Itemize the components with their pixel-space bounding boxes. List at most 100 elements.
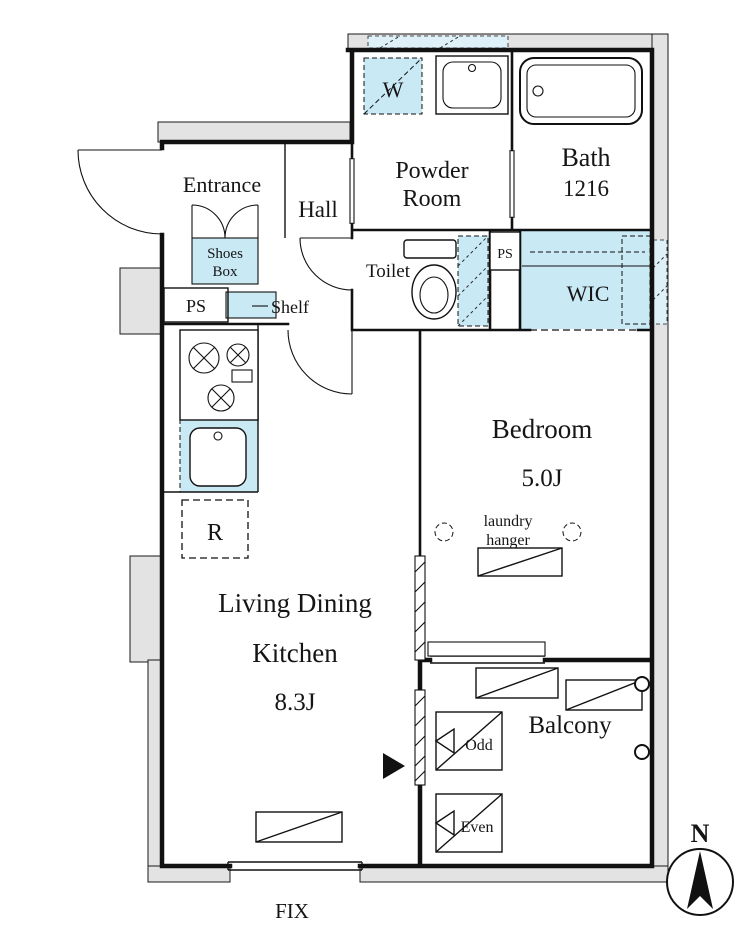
- bottom-wall-fill-right: [359, 865, 669, 883]
- toilet-unit-hatch: [457, 235, 489, 327]
- powder-room-label-2: Room: [403, 186, 462, 212]
- shelf-area: [226, 292, 276, 318]
- toilet-bowl: [411, 264, 457, 320]
- hanger-pole-diagonal: [477, 547, 563, 577]
- right-wall-fill: [651, 33, 669, 883]
- kitchen-sink: [179, 419, 259, 493]
- shelf-label: Shelf: [271, 297, 309, 317]
- compass-needle-icon: [687, 851, 713, 909]
- left-pillar-upper: [119, 267, 163, 335]
- refrigerator-label: R: [207, 520, 223, 546]
- stove-outline: [179, 329, 259, 421]
- ac-unit-1-diagonal: [475, 667, 559, 699]
- washer-outline: [363, 57, 423, 115]
- vanity-faucet: [467, 63, 477, 73]
- shoes-box-label-1: Shoes: [207, 246, 243, 262]
- shelf-fixture: [225, 291, 277, 319]
- even-label: Even: [461, 819, 494, 836]
- balcony-faucet-1: [634, 676, 650, 692]
- shoes-box-label-2: Box: [212, 264, 238, 280]
- labels: Entrance Hall Powder Room Bath 1216 Toil…: [183, 77, 710, 923]
- odd-diagonal: [435, 711, 503, 771]
- hall-ldk-door: [287, 329, 353, 395]
- bathtub-inner: [526, 64, 636, 118]
- bathtub: [519, 57, 643, 125]
- stove: [179, 329, 259, 421]
- bathtub-drain: [532, 85, 544, 97]
- odd-arrow: [434, 727, 455, 755]
- washer-label: W: [383, 77, 404, 102]
- bedroom-window: [430, 655, 545, 664]
- interior-walls: [160, 48, 654, 558]
- washing-machine: [363, 57, 423, 115]
- toilet-door: [299, 237, 353, 291]
- exterior-windows: [367, 35, 668, 325]
- toilet-unit-outline: [457, 235, 489, 327]
- refrigerator-space: [181, 499, 249, 559]
- ldk-label-1: Living Dining: [218, 588, 372, 618]
- wic-label: WIC: [567, 281, 610, 306]
- balcony-equipment: [434, 667, 652, 853]
- burner-3-grate: [211, 388, 231, 408]
- balcony-door: [414, 689, 426, 786]
- ps-right-label: PS: [497, 247, 513, 262]
- hall-label: Hall: [298, 197, 338, 222]
- fix-window-glazing: [227, 861, 363, 871]
- wic-interior: [522, 235, 652, 325]
- fix-label: FIX: [275, 899, 309, 923]
- laundry-hanger-label-2: hanger: [486, 532, 530, 549]
- laundry-hanger-fixture: [434, 522, 582, 577]
- toilet-fixture: [403, 235, 489, 327]
- ps-left-label: PS: [186, 296, 206, 316]
- odd-floor-unit: [434, 711, 503, 771]
- hanger-hook-right: [562, 522, 582, 542]
- washer-diagonal: [363, 57, 423, 115]
- sink-faucet: [213, 431, 223, 441]
- bath-sliding-door: [509, 150, 515, 218]
- bedroom-window-sill: [427, 641, 546, 657]
- ldk-label-2: Kitchen: [252, 638, 338, 668]
- bedroom-size-label: 5.0J: [522, 465, 563, 492]
- ldk-size-label: 8.3J: [275, 689, 316, 716]
- bedroom-label: Bedroom: [492, 414, 593, 444]
- window-hatch: [439, 35, 461, 49]
- vanity-basin: [442, 61, 502, 109]
- powder-sink: [435, 55, 509, 115]
- hanger-hook-left: [434, 522, 454, 542]
- entrance-label: Entrance: [183, 172, 261, 197]
- burner-3: [207, 384, 235, 412]
- pipe-space-right-box: [489, 231, 521, 271]
- balcony-faucet-2: [634, 744, 650, 760]
- burner-1: [188, 342, 220, 374]
- bedroom-sliding-door-hatch: [414, 561, 426, 653]
- burner-1-grate: [192, 346, 216, 370]
- swing-doors: [77, 149, 353, 395]
- even-diagonal: [435, 793, 503, 853]
- direction-marker-icon: [383, 753, 405, 779]
- sliding-doors: [227, 150, 546, 871]
- ac-unit-2-diagonal: [565, 679, 643, 711]
- entrance-door: [77, 149, 163, 235]
- toilet-label: Toilet: [366, 261, 411, 282]
- powder-room-label-1: Powder: [395, 158, 468, 184]
- vanity-counter: [435, 55, 509, 115]
- wic-dashed-unit: [621, 235, 651, 325]
- balcony-label: Balcony: [528, 712, 612, 739]
- sink-basin: [189, 427, 247, 487]
- compass-north-label: N: [691, 819, 710, 848]
- partition-walls: [160, 48, 654, 558]
- entrance-top-wall-fill: [157, 121, 351, 143]
- odd-label: Odd: [465, 737, 493, 754]
- bath-label: Bath: [561, 143, 610, 172]
- compass: [666, 848, 734, 916]
- burner-2: [226, 343, 250, 367]
- low-board-diagonal: [255, 811, 343, 843]
- wic-window: [652, 239, 668, 325]
- even-floor-unit: [434, 793, 503, 853]
- toilet-unit-area: [458, 236, 488, 326]
- window-hatch: [379, 35, 401, 49]
- sink-zone-outline: [179, 419, 259, 493]
- shoes-box-area: [192, 238, 258, 284]
- toilet-tank: [403, 239, 457, 259]
